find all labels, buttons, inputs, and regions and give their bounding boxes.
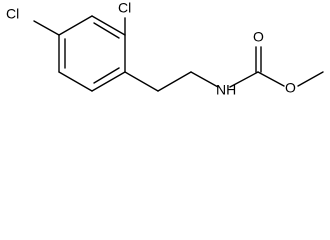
bond-c-o	[257, 71, 285, 87]
bond-ring-to-ch2	[124, 71, 159, 92]
atom-o-carbonyl-label: O	[253, 29, 264, 45]
bond-nh-c	[229, 71, 259, 88]
bond-ring-1	[91, 15, 126, 36]
bond-ch2-ch2	[157, 71, 192, 92]
atom-o-ester-label: O	[285, 80, 296, 96]
atom-cl-left-label: Cl	[6, 6, 19, 22]
bond-ch2-nh	[190, 71, 219, 88]
bond-ring-double-2	[93, 67, 120, 84]
bond-cl-left	[33, 20, 60, 36]
bond-ring-6	[58, 15, 93, 36]
structural-formula: Cl Cl NH O O	[6, 0, 324, 98]
bond-ring-4	[58, 71, 93, 92]
bond-ring-double-1	[93, 22, 120, 39]
atom-cl-top-label: Cl	[118, 0, 131, 16]
bond-ring-3	[91, 71, 126, 92]
bond-o-ch3	[297, 71, 324, 87]
atom-nh-label: NH	[216, 82, 236, 98]
